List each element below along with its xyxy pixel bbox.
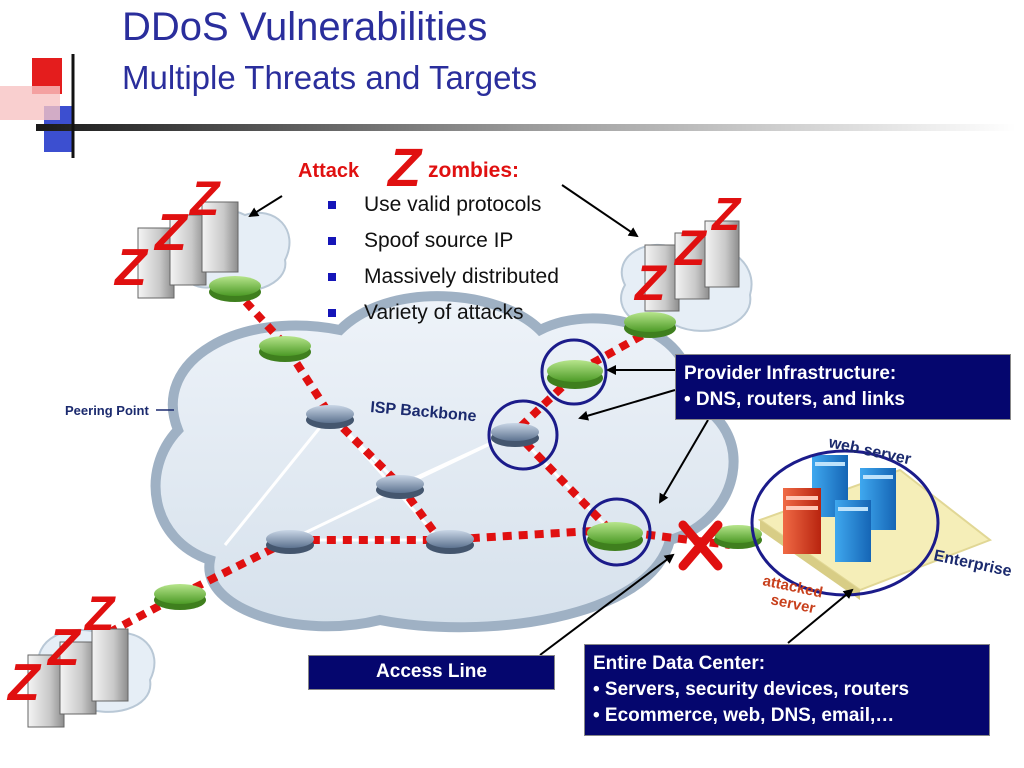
zombie-heading-z-icon: Z — [386, 138, 423, 198]
callout-arrows — [248, 184, 854, 656]
router-icon — [154, 584, 206, 610]
attack-label: Attack — [298, 160, 360, 182]
attack-path-right — [509, 316, 672, 533]
data-center-callout: Entire Data Center: • Servers, security … — [584, 644, 990, 736]
core-router-icon — [491, 423, 539, 447]
bullet-item: Spoof source IP — [326, 226, 559, 262]
zombie-z-icon: Z — [46, 619, 82, 677]
zombie-z-icon: Z — [113, 239, 149, 297]
core-routers — [266, 405, 539, 554]
peering-point-label: Peering Point — [65, 403, 149, 418]
attack-bullet-list: Use valid protocols Spoof source IP Mass… — [326, 190, 559, 334]
enterprise-label: Enterprise — [932, 547, 1013, 580]
router-icon — [587, 522, 643, 551]
callout-line: • Ecommerce, web, DNS, email,… — [593, 705, 895, 726]
zombie-z-icon: Z — [6, 654, 42, 712]
zombies-label: zombies: — [428, 159, 519, 182]
zombie-glyphs: Z Z Z Z Z Z Z Z Z Z — [6, 138, 742, 712]
attacked-server-icon — [783, 488, 821, 554]
slide-title: DDoS Vulnerabilities — [122, 5, 488, 49]
core-router-icon — [266, 530, 314, 554]
core-router-icon — [306, 405, 354, 429]
router-icon — [209, 276, 261, 302]
bullet-item: Massively distributed — [326, 262, 559, 298]
router-icon — [259, 336, 311, 362]
zombie-servers-bottom-left — [27, 628, 129, 728]
zombie-z-icon: Z — [673, 220, 708, 276]
green-routers — [154, 276, 762, 610]
zombie-servers-right — [644, 220, 740, 312]
edge-router-highlight-circle — [582, 497, 652, 567]
router-icon — [624, 312, 676, 338]
callout-line: • Servers, security devices, routers — [593, 679, 910, 700]
zombie-z-icon: Z — [188, 173, 221, 226]
blocked-link-x-icon — [678, 520, 723, 571]
provider-infrastructure-callout: Provider Infrastructure: • DNS, routers,… — [675, 354, 1011, 420]
core-router-highlight-circle — [487, 399, 559, 471]
isp-backbone-cloud — [150, 291, 739, 633]
core-router-icon — [426, 530, 474, 554]
bullet-item: Use valid protocols — [326, 190, 559, 226]
router-icon — [714, 525, 762, 549]
callout-line: Provider Infrastructure: — [684, 363, 897, 384]
callout-line: • DNS, routers, and links — [684, 389, 905, 410]
zombie-z-icon: Z — [153, 204, 189, 262]
router-icon — [547, 360, 603, 389]
bullet-item: Variety of attacks — [326, 298, 559, 334]
core-router-icon — [376, 475, 424, 499]
callout-line: Entire Data Center: — [593, 653, 766, 674]
zombie-z-icon: Z — [83, 588, 116, 641]
zombie-servers-top-left — [137, 201, 239, 299]
access-line-callout: Access Line — [308, 655, 555, 690]
slide-logo — [0, 54, 1016, 158]
attack-path-left — [232, 287, 444, 543]
zombie-z-icon: Z — [633, 255, 668, 311]
zombie-z-icon: Z — [710, 188, 742, 240]
slide-subtitle: Multiple Threats and Targets — [122, 59, 538, 96]
